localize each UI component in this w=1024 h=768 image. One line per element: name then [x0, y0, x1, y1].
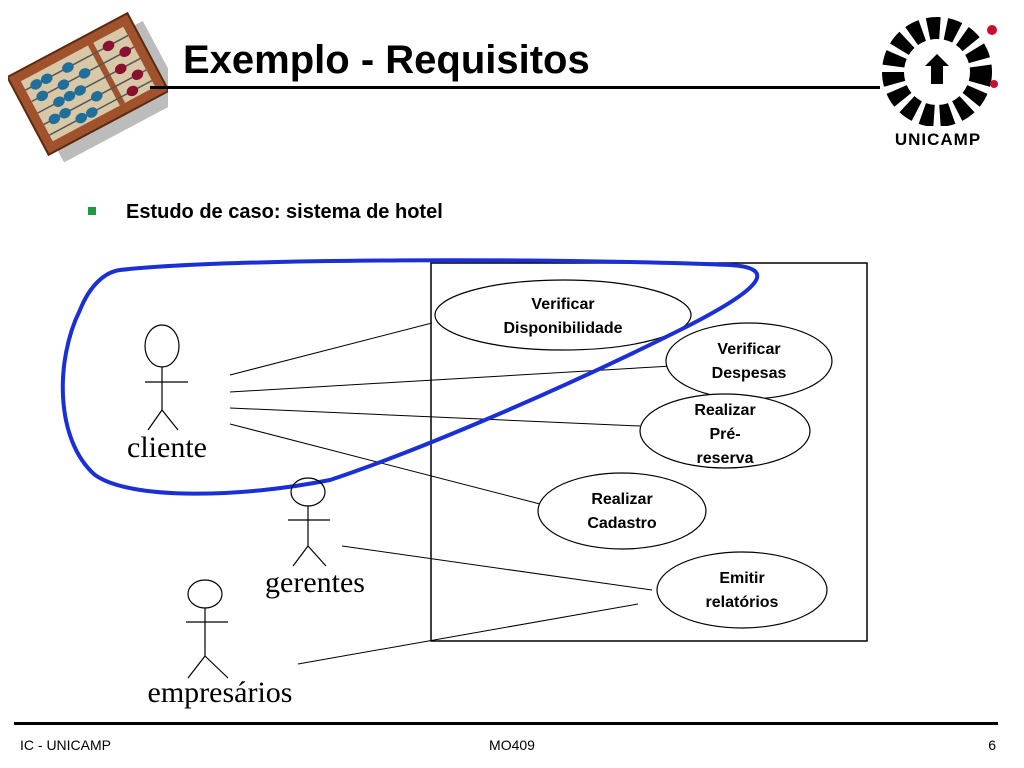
- use-case-label: Emitir: [719, 570, 764, 587]
- use-case-verificar-disponibilidade: Verificar Disponibilidade: [434, 279, 692, 351]
- bullet-marker: [88, 207, 96, 215]
- use-case-label: reserva: [697, 450, 754, 467]
- use-case-label: Pré-: [709, 426, 740, 443]
- footer-left-text: IC - UNICAMP: [20, 737, 111, 753]
- unicamp-logo: [882, 17, 998, 126]
- actor-empresarios: [186, 579, 229, 679]
- use-case-label: Verificar: [531, 296, 594, 313]
- bullet-text: Estudo de caso: sistema de hotel: [126, 201, 443, 223]
- use-case-realizar-cadastro: Realizar Cadastro: [537, 472, 707, 550]
- use-case-label: Cadastro: [587, 515, 657, 532]
- actor-label-cliente: cliente: [127, 431, 207, 464]
- use-case-label: relatórios: [706, 594, 779, 611]
- use-case-label: Despesas: [712, 365, 787, 382]
- logo-text: UNICAMP: [894, 130, 982, 149]
- use-case-verificar-despesas: Verificar Despesas: [665, 322, 833, 400]
- use-case-label: Realizar: [591, 491, 652, 508]
- actor-label-empresarios: empresários: [148, 676, 293, 709]
- footer-divider: [14, 722, 998, 725]
- title-divider: [150, 86, 880, 89]
- abacus-image: [8, 12, 168, 162]
- slide-title: Exemplo - Requisitos: [183, 38, 590, 82]
- highlight-loop: [60, 258, 760, 496]
- actor-label-gerentes: gerentes: [265, 566, 365, 599]
- use-case-label: Realizar: [694, 402, 755, 419]
- use-case-label: Verificar: [717, 341, 780, 358]
- use-case-realizar-pre-reserva: Realizar Pré- reserva: [639, 393, 811, 469]
- use-case-emitir-relatorios: Emitir relatórios: [656, 551, 828, 629]
- actor-cliente: [144, 324, 188, 431]
- use-case-label: Disponibilidade: [503, 320, 622, 337]
- actor-gerentes: [288, 477, 330, 567]
- slide-number: 6: [988, 737, 996, 753]
- footer-course-code: MO409: [489, 737, 535, 753]
